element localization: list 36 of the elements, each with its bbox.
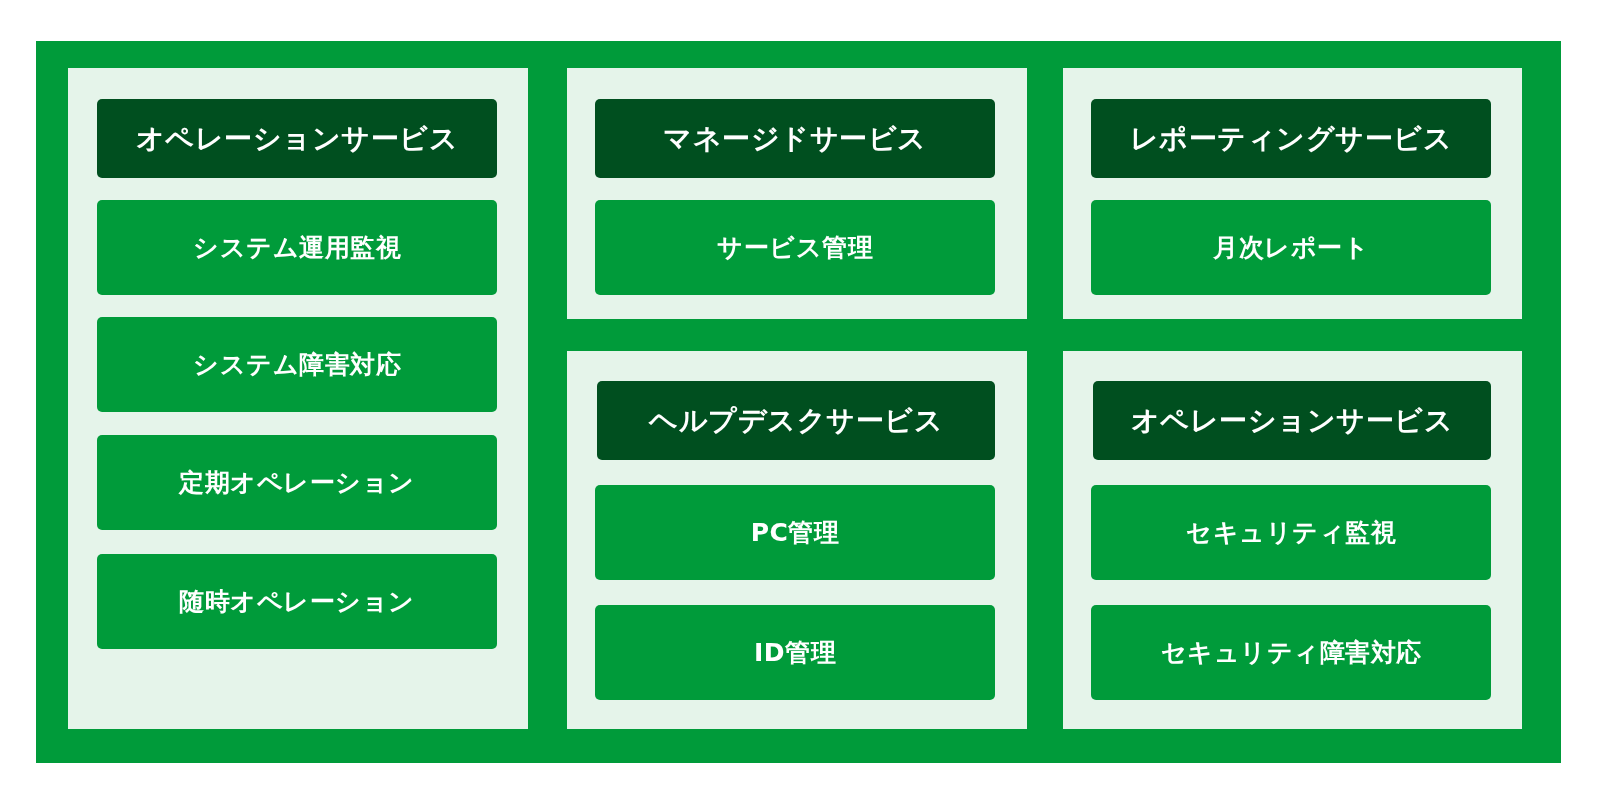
category-title: マネージドサービス	[663, 121, 927, 156]
service-label: 随時オペレーション	[179, 586, 415, 617]
category-panel	[68, 68, 528, 729]
service-box	[97, 317, 497, 412]
category-title: オペレーションサービス	[135, 121, 459, 156]
service-label: セキュリティ監視	[1186, 517, 1396, 548]
service-box	[97, 554, 497, 649]
category-panel	[567, 68, 1027, 319]
frame-background	[36, 41, 1561, 763]
service-label: サービス管理	[717, 232, 873, 263]
service-box	[1091, 200, 1491, 295]
category-header-box	[595, 99, 995, 178]
service-box	[97, 435, 497, 530]
service-label: 月次レポート	[1213, 232, 1369, 263]
category-title: ヘルプデスクサービス	[649, 403, 943, 438]
category-header-box	[597, 381, 995, 460]
service-box	[595, 605, 995, 700]
service-box	[97, 200, 497, 295]
category-header-box	[1093, 381, 1491, 460]
service-label: システム運用監視	[193, 232, 401, 263]
service-box	[595, 485, 995, 580]
service-box	[1091, 485, 1491, 580]
service-label: セキュリティ障害対応	[1160, 637, 1422, 668]
service-label: 定期オペレーション	[179, 467, 415, 498]
category-panel	[1063, 68, 1522, 319]
category-title: オペレーションサービス	[1130, 403, 1454, 438]
category-panel	[567, 351, 1027, 729]
service-box	[1091, 605, 1491, 700]
service-label: システム障害対応	[193, 349, 401, 380]
service-box	[595, 200, 995, 295]
category-header-box	[97, 99, 497, 178]
category-title: レポーティングサービス	[1129, 121, 1453, 156]
service-label: PC管理	[750, 517, 840, 548]
service-label: ID管理	[753, 637, 837, 668]
category-header-box	[1091, 99, 1491, 178]
category-panel	[1063, 351, 1522, 729]
